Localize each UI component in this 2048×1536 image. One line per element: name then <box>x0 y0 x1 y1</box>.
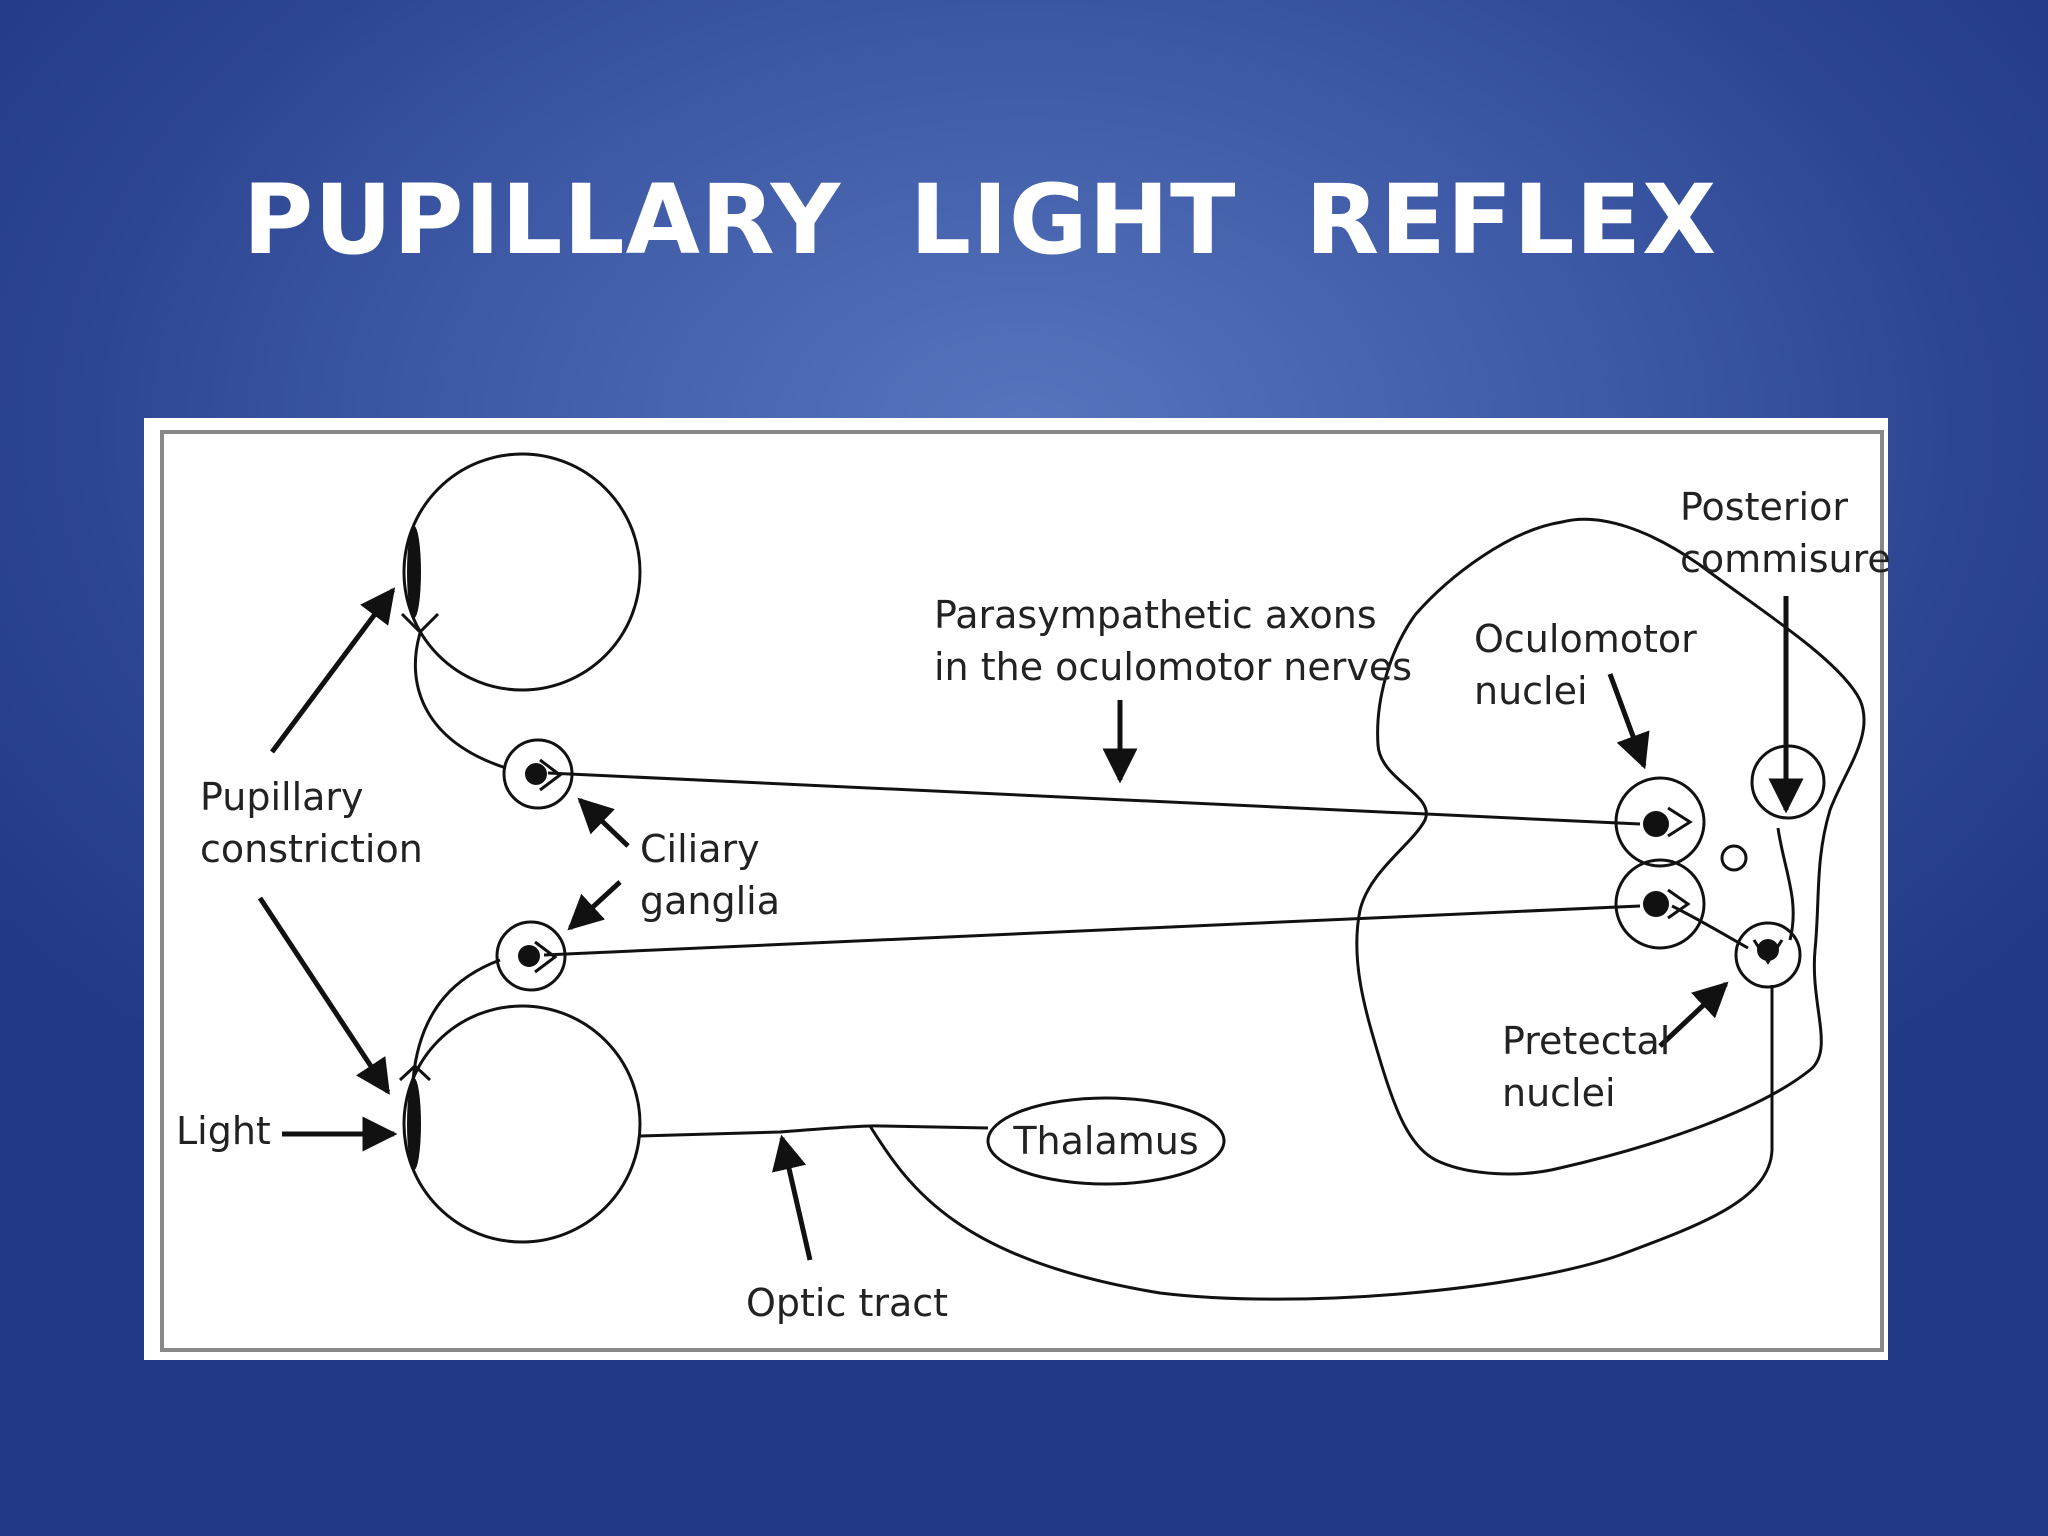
small-nucleus <box>1720 844 1748 872</box>
lower-ganglion-cell <box>518 945 540 967</box>
oculomotor-nuclei-line-1: Oculomotor <box>1474 617 1697 661</box>
pupillary-constriction-line-2: constriction <box>200 827 423 871</box>
pretectal-nuclei-line-1: Pretectal <box>1502 1019 1670 1063</box>
oculomotor-nuclei-line-2: nuclei <box>1474 669 1588 713</box>
upper-eye-synapse <box>400 612 440 635</box>
pretectal-nuclei-line-2: nuclei <box>1502 1071 1616 1115</box>
optic-tract-to-pretectum <box>868 985 1774 1301</box>
lower-oculomotor-nucleus <box>1614 858 1706 950</box>
brainstem-outline <box>1355 517 1866 1176</box>
upper-pupil <box>407 526 421 618</box>
ciliary-lower-arrow <box>567 880 622 931</box>
oculomotor-arrow <box>1607 673 1650 770</box>
posterior-commisure-line-2: commisure <box>1680 537 1891 581</box>
pupillary-constriction-upper-arrow <box>269 587 396 754</box>
parasympathetic-axons-line-1: Parasympathetic axons <box>934 593 1377 637</box>
commisure-fiber <box>1776 827 1795 941</box>
upper-ganglion-cell <box>525 763 547 785</box>
pretectal-nucleus <box>1734 921 1802 989</box>
lower-postganglionic-fiber <box>411 958 501 1081</box>
upper-nucleus-synapse <box>1667 806 1693 838</box>
parasympathetic-axons-label: Parasympathetic axons in the oculomotor … <box>934 593 1412 689</box>
ciliary-upper-arrow <box>577 797 630 848</box>
pretectal-cell <box>1757 939 1779 961</box>
upper-oculomotor-nerve <box>547 771 1641 826</box>
lower-eye-synapse <box>398 1063 432 1082</box>
thalamic-branch <box>879 1124 989 1130</box>
lower-ciliary-ganglion <box>495 920 567 992</box>
upper-eyeball <box>402 452 642 692</box>
oculomotor-nuclei-label: Oculomotor nuclei <box>1474 617 1709 713</box>
optic-tract-arrow <box>771 1134 813 1261</box>
pupillary-constriction-line-1: Pupillary <box>200 775 364 819</box>
light-label: Light <box>176 1109 271 1153</box>
posterior-commisure-line-1: Posterior <box>1680 485 1848 529</box>
lower-oculomotor-cell <box>1643 891 1669 917</box>
thalamus-label: Thalamus <box>1012 1119 1198 1163</box>
thalamus-ellipse <box>986 1096 1226 1186</box>
pretectal-nuclei-label: Pretectal nuclei <box>1502 1019 1682 1115</box>
ciliary-ganglia-label: Ciliary ganglia <box>640 827 780 923</box>
lower-nucleus-synapse <box>1667 888 1691 920</box>
diagram-panel: Posterior commisure Parasympathetic axon… <box>144 418 1891 1360</box>
lower-oculomotor-nerve <box>543 904 1641 957</box>
upper-oculomotor-cell <box>1643 811 1669 837</box>
slide-title: PUPILLARY LIGHT REFLEX <box>242 164 1718 276</box>
lower-eyeball <box>402 1004 642 1244</box>
lower-ganglion-synapse <box>534 940 558 974</box>
parasympathetic-axons-line-2: in the oculomotor nerves <box>934 645 1412 689</box>
upper-ganglion-synapse <box>539 758 563 792</box>
ciliary-ganglia-line-2: ganglia <box>640 879 780 923</box>
pretectal-arrow <box>1658 981 1729 1048</box>
ciliary-ganglia-line-1: Ciliary <box>640 827 760 871</box>
optic-tract-label: Optic tract <box>746 1281 948 1325</box>
optic-nerve <box>639 1124 881 1138</box>
lower-pupil <box>407 1078 421 1170</box>
upper-postganglionic-fiber <box>413 629 507 770</box>
pupillary-constriction-label: Pupillary constriction <box>200 775 423 871</box>
posterior-commisure-label: Posterior commisure <box>1680 485 1891 581</box>
pupillary-constriction-lower-arrow <box>257 896 391 1095</box>
figure-frame <box>160 430 1884 1352</box>
